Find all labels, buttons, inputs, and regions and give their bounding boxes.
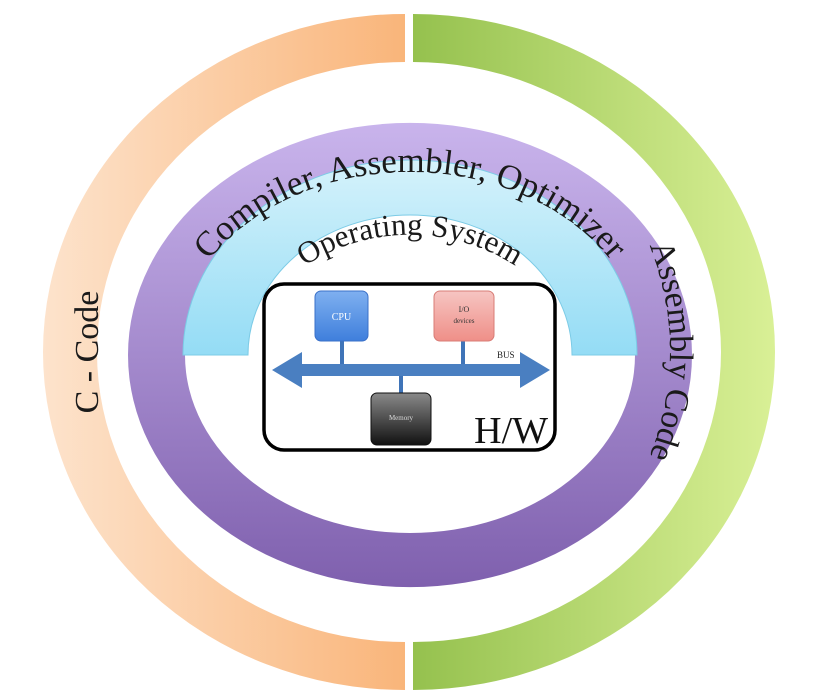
hardware-box (262, 282, 557, 452)
io-label-line2: devices (454, 317, 475, 325)
c-code-label: C - Code (69, 291, 106, 414)
bus-label: BUS (497, 350, 515, 360)
memory-label: Memory (389, 414, 414, 422)
io-label-line1: I/O (459, 305, 470, 314)
hw-label: H/W (474, 410, 548, 452)
c-code-ring (43, 14, 405, 690)
bus-arrow (272, 352, 550, 388)
cpu-label: CPU (332, 312, 352, 323)
io-devices-box (433, 290, 495, 342)
operating-system-arc (182, 159, 638, 356)
memory-box (370, 392, 432, 446)
assembly-code-ring (413, 14, 775, 690)
cpu-box (314, 290, 369, 342)
